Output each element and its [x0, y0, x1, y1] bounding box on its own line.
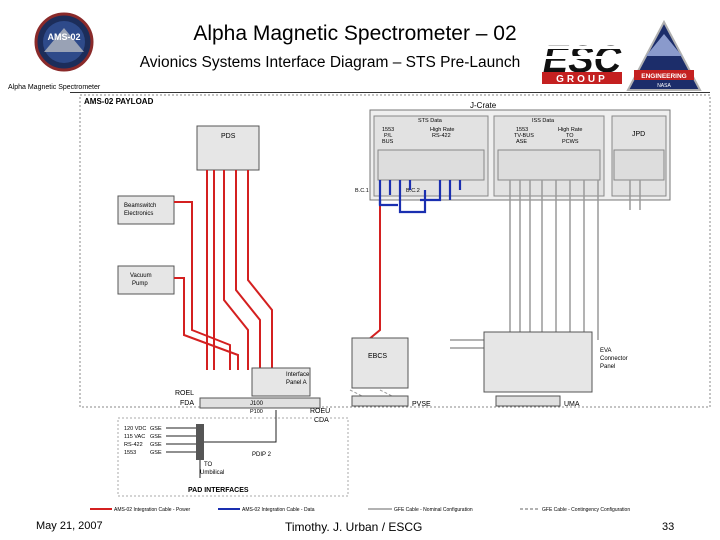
power-tag-2: GSE — [150, 434, 162, 440]
header-small-label: Alpha Magnetic Spectrometer — [8, 84, 101, 91]
power-tag-4: GSE — [150, 450, 162, 456]
pdip-label: PDIP 2 — [252, 452, 272, 458]
pad-interfaces: 120 VDC 115 VAC RS-422 1553 GSE GSE GSE … — [117, 410, 349, 497]
vacuum-pump-box — [117, 265, 175, 295]
bc2-label: B.C.2 — [406, 188, 420, 194]
payload-label: AMS-02 PAYLOAD — [84, 97, 154, 106]
pl-bus-bus: BUS — [382, 139, 394, 145]
beamswitch-line2: Electronics — [124, 211, 153, 217]
esc-group-logo: ESC GROUP — [540, 39, 624, 85]
power-tag-3: GSE — [150, 442, 162, 448]
roel-label: ROEL — [175, 390, 194, 397]
pds-box — [196, 125, 260, 171]
power-input-4: 1553 — [124, 450, 136, 456]
gfe-contingency-cables — [349, 389, 401, 401]
jpd-label: JPD — [632, 131, 645, 138]
interface-panel-line1: Interface — [286, 372, 310, 378]
power-tag-1: GSE — [150, 426, 162, 432]
slide-subtitle: Avionics Systems Interface Diagram – STS… — [139, 54, 521, 71]
eng-logo-line1: ENGINEERING — [641, 73, 687, 80]
footer-date: May 21, 2007 — [36, 520, 103, 532]
uma-connector — [495, 395, 561, 407]
umbilical-line2: Umbilical — [200, 470, 224, 476]
umbilical-line1: TO — [204, 462, 213, 468]
j100-label: J100 — [250, 401, 264, 407]
legend: AMS-02 Integration Cable - Power AMS-02 … — [90, 507, 630, 513]
uma-label: UMA — [564, 401, 580, 408]
ams-patch-text: AMS-02 — [47, 32, 80, 42]
iss-data-label: ISS Data — [532, 118, 555, 124]
pds-label: PDS — [221, 133, 236, 140]
pvse-label: PVSE — [412, 401, 431, 408]
high-rate-left-2: RS-422 — [432, 133, 451, 139]
pl-bus-1553: 1553 — [382, 127, 394, 133]
slide-title: Alpha Magnetic Spectrometer – 02 — [193, 22, 517, 45]
vacuum-pump-line2: Pump — [132, 281, 148, 287]
legend-gfe-contingency: GFE Cable - Contingency Configuration — [542, 507, 630, 513]
footer-author: Timothy. J. Urban / ESCG — [285, 520, 423, 534]
power-input-3: RS-422 — [124, 442, 143, 448]
engineering-logo: ENGINEERING NASA — [626, 19, 702, 91]
data-cables — [378, 180, 462, 214]
iss-tvbus: TV-BUS — [514, 133, 534, 139]
high-rate-right-2: TO — [566, 133, 574, 139]
fda-label: FDA — [180, 400, 194, 407]
pl-bus-pl: P/L — [384, 133, 392, 139]
payload-boundary — [79, 94, 711, 408]
vacuum-pump-line1: Vacuum — [130, 273, 152, 279]
beamswitch-line1: Beamswitch — [124, 203, 156, 209]
legend-gfe-nominal: GFE Cable - Nominal Configuration — [394, 507, 473, 513]
fda-connector — [199, 397, 321, 409]
jcrate-connectors — [377, 149, 665, 181]
eng-logo-line2: NASA — [657, 83, 671, 89]
eva-panel-box — [483, 331, 593, 393]
header-rule — [70, 92, 710, 93]
eva-line2: Connector — [600, 356, 628, 362]
high-rate-right-3: PCWS — [562, 139, 579, 145]
gfe-cables — [450, 180, 641, 349]
p100-label: P100 — [250, 409, 263, 415]
interface-panel-line2: Panel A — [286, 380, 307, 386]
beamswitch-box — [117, 195, 175, 225]
high-rate-right-1: High Rate — [558, 127, 582, 133]
ebcs-label: EBCS — [368, 353, 387, 360]
jcrate-label: J-Crate — [470, 101, 497, 110]
interface-panel-box — [251, 367, 311, 397]
iss-1553: 1553 — [516, 127, 528, 133]
iss-ase: ASE — [516, 139, 527, 145]
pvse-connector — [351, 395, 409, 407]
high-rate-left-1: High Rate — [430, 127, 454, 133]
ams-patch-logo: AMS-02 — [34, 12, 94, 72]
legend-power: AMS-02 Integration Cable - Power — [114, 507, 190, 513]
ebcs-box — [351, 337, 409, 389]
roeu-line2: CDA — [314, 417, 329, 424]
pad-interfaces-label: PAD INTERFACES — [188, 487, 249, 494]
bc1-label: B.C.1 — [355, 188, 369, 194]
power-input-1: 120 VDC — [124, 426, 146, 432]
eva-line3: Panel — [600, 364, 615, 370]
eva-line1: EVA — [600, 348, 612, 354]
page-number: 33 — [662, 521, 675, 533]
roeu-line1: ROEU — [310, 408, 330, 415]
legend-data: AMS-02 Integration Cable - Data — [242, 507, 315, 513]
esc-group-text: GROUP — [556, 74, 608, 85]
power-cables — [174, 170, 381, 370]
sts-data-label: STS Data — [418, 118, 443, 124]
power-input-2: 115 VAC — [124, 434, 145, 440]
